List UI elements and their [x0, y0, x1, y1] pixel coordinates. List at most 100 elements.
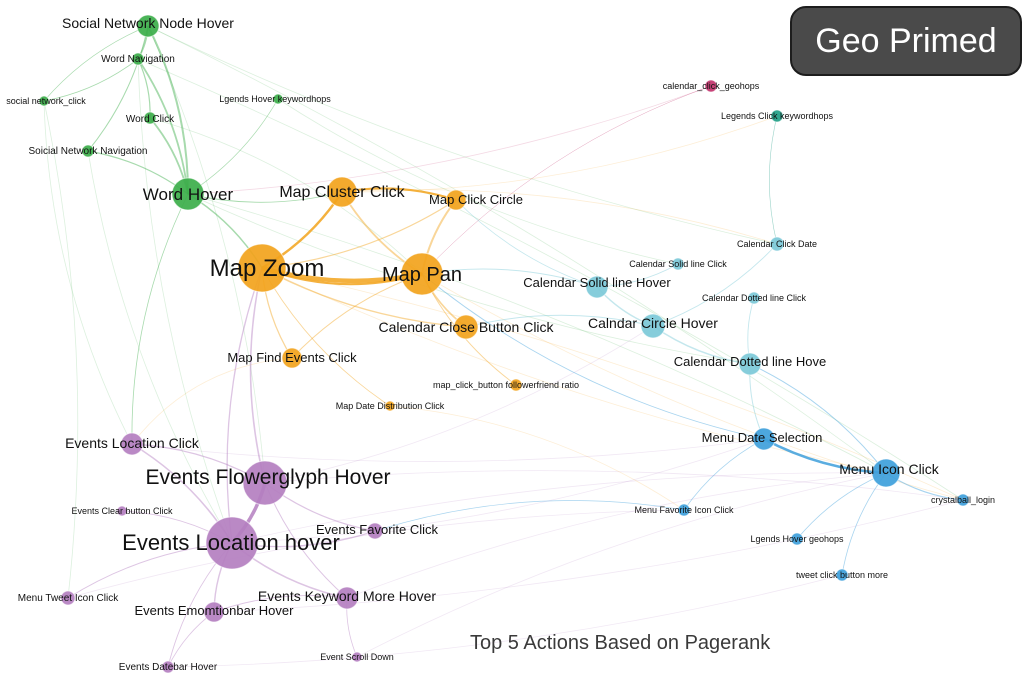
node-calendar-dotted-line-click[interactable] [747, 291, 761, 305]
faint-edge [341, 189, 778, 245]
node-calendar-close-button-click[interactable] [453, 314, 479, 340]
node-events-flowerglyph-hover[interactable] [242, 460, 288, 506]
edge [465, 314, 654, 328]
node-label-event-scroll-down: Event Scroll Down [320, 652, 394, 662]
edge [249, 267, 266, 484]
node-label-crystalball-login: crystalball_login [931, 495, 995, 505]
node-label-map-date-distribution-click: Map Date Distribution Click [336, 401, 445, 411]
node-events-clear-button-click[interactable] [116, 505, 128, 517]
node-crystalball-login[interactable] [956, 493, 970, 507]
faint-edge [167, 574, 843, 668]
node-label-calendar-dotted-line-click: Calendar Dotted line Click [702, 293, 807, 303]
faint-edge [231, 438, 765, 544]
faint-edge [131, 357, 293, 445]
node-legends-click-keywordhops[interactable] [770, 109, 784, 123]
node-social-network-click[interactable] [38, 95, 50, 107]
node-tweet-click-button-more[interactable] [835, 568, 849, 582]
node-calendar-solid-line-hover[interactable] [585, 275, 609, 299]
node-label-legends-hover-geohops: Lgends Hover geohops [750, 534, 844, 544]
node-map-cluster-click[interactable] [326, 176, 358, 208]
faint-edge [43, 100, 133, 445]
node-label-map-find-events-click: Map Find Events Click [227, 350, 357, 365]
node-label-events-datebar-hover: Events Datebar Hover [119, 662, 218, 673]
node-label-tweet-click-button-more: tweet click button more [796, 570, 888, 580]
node-events-datebar-hover[interactable] [161, 660, 175, 674]
node-label-map-cluster-click: Map Cluster Click [279, 184, 405, 201]
node-social-network-navigation[interactable] [81, 144, 95, 158]
faint-edge [264, 325, 654, 484]
node-events-keyword-more-hover[interactable] [335, 586, 359, 610]
node-label-map-zoom: Map Zoom [210, 255, 325, 282]
node-legends-hover-geohops[interactable] [790, 532, 804, 546]
node-menu-favorite-icon-click[interactable] [677, 503, 691, 517]
node-map-find-events-click[interactable] [281, 347, 303, 369]
node-label-events-location-click: Events Location Click [65, 435, 200, 451]
node-legends-hover-keywordhops[interactable] [272, 93, 284, 105]
faint-edge [147, 25, 887, 474]
node-events-location-hover[interactable] [205, 516, 259, 570]
node-map-date-distribution-click[interactable] [384, 400, 396, 412]
edge [374, 500, 685, 532]
node-label-calendar-solid-line-hover: Calendar Solid line Hover [523, 275, 671, 290]
node-label-events-favorite-click: Events Favorite Click [316, 522, 439, 537]
faint-edge [261, 267, 964, 501]
node-label-calendar-click-geohops: calendar_click_geohops [663, 81, 760, 91]
nodes [38, 14, 970, 674]
edge [683, 438, 765, 511]
node-word-navigation[interactable] [131, 52, 145, 66]
edge [421, 273, 765, 440]
node-label-calendar-solid-line-click: Calendar Solid line Click [629, 259, 727, 269]
edge [421, 85, 712, 275]
faint-edge [131, 438, 765, 462]
node-calendar-dotted-line-hover[interactable] [738, 352, 762, 376]
node-label-menu-favorite-icon-click: Menu Favorite Icon Click [634, 505, 734, 515]
node-menu-icon-click[interactable] [871, 458, 901, 488]
faint-edge [277, 98, 679, 265]
node-social-network-node-hover[interactable] [136, 14, 160, 38]
edge [147, 25, 190, 195]
node-calendar-click-date[interactable] [769, 236, 785, 252]
node-calendar-solid-line-click[interactable] [671, 257, 685, 271]
faint-edge [43, 100, 79, 599]
faint-edge [187, 85, 712, 195]
node-label-calendar-click-date: Calendar Click Date [737, 239, 817, 249]
faint-edge [187, 193, 751, 365]
node-calendar-click-geohops[interactable] [704, 79, 718, 93]
node-label-legends-hover-keywordhops: Lgends Hover keywordhops [219, 94, 331, 104]
node-menu-tweet-icon-click[interactable] [60, 590, 76, 606]
faint-edge [389, 405, 685, 511]
edge [137, 58, 189, 195]
node-word-click[interactable] [143, 111, 157, 125]
node-label-events-flowerglyph-hover: Events Flowerglyph Hover [145, 466, 390, 489]
node-events-favorite-click[interactable] [366, 522, 384, 540]
node-event-scroll-down[interactable] [351, 651, 363, 663]
node-label-map-click-button-followerfriend-ratio: map_click_button followerfriend ratio [433, 380, 579, 390]
faint-edge [147, 25, 778, 245]
edge [43, 25, 149, 102]
node-label-word-hover: Word Hover [143, 185, 234, 204]
node-word-hover[interactable] [171, 177, 205, 211]
faint-edge [356, 472, 887, 658]
node-label-map-pan: Map Pan [382, 264, 462, 286]
node-menu-date-selection[interactable] [752, 427, 776, 451]
edge [769, 115, 778, 245]
node-map-click-circle[interactable] [445, 189, 467, 211]
node-label-word-click: Word Click [126, 114, 175, 125]
node-label-social-network-node-hover: Social Network Node Hover [62, 15, 234, 31]
edge [131, 193, 189, 445]
node-label-calendar-circle-hover: Calndar Circle Hover [588, 315, 718, 331]
node-map-pan[interactable] [400, 252, 444, 296]
node-label-calendar-dotted-line-hover: Calendar Dotted line Hove [674, 354, 826, 369]
node-calendar-circle-hover[interactable] [640, 313, 666, 339]
node-map-zoom[interactable] [237, 243, 287, 293]
node-events-emotionbar-hover[interactable] [203, 601, 225, 623]
edge [187, 98, 279, 195]
faint-edge [264, 470, 964, 501]
edge [291, 273, 423, 359]
node-map-click-button-followerfriend-ratio[interactable] [509, 378, 523, 392]
node-label-word-navigation: Word Navigation [101, 54, 175, 65]
node-label-menu-tweet-icon-click: Menu Tweet Icon Click [18, 593, 119, 604]
node-events-location-click[interactable] [120, 432, 144, 456]
faint-edge [137, 58, 964, 501]
